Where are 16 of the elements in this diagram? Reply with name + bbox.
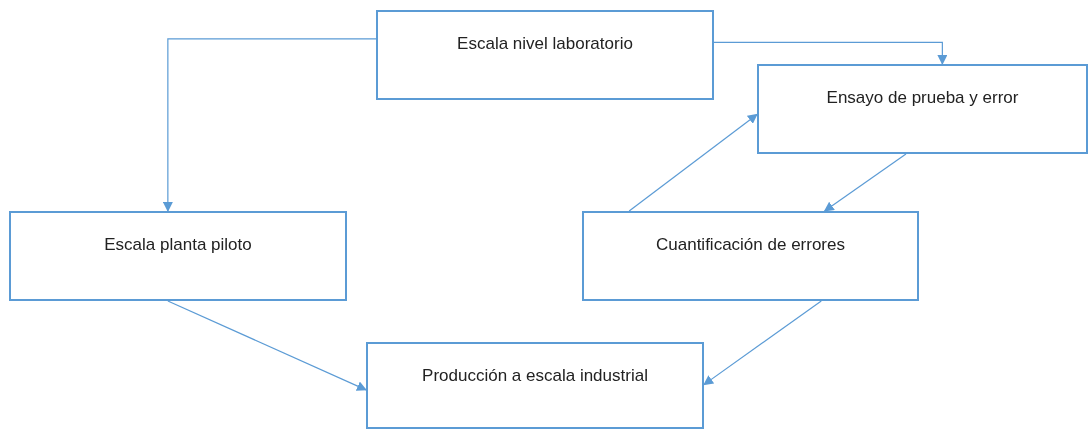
- arrow: [823, 153, 907, 212]
- arrow: [713, 41, 948, 65]
- box-label: Escala planta piloto: [104, 235, 252, 255]
- process-box: [366, 342, 704, 429]
- arrow: [703, 300, 822, 386]
- process-box: [757, 64, 1088, 154]
- box-label: Cuantificación de errores: [656, 235, 845, 255]
- box-label: Producción a escala industrial: [422, 366, 648, 386]
- arrow: [628, 113, 758, 212]
- arrow: [162, 38, 377, 212]
- box-label: Escala nivel laboratorio: [457, 34, 633, 54]
- process-box: [582, 211, 919, 301]
- process-box: [376, 10, 714, 100]
- process-box: [9, 211, 347, 301]
- arrow: [167, 300, 367, 391]
- box-label: Ensayo de prueba y error: [826, 88, 1019, 108]
